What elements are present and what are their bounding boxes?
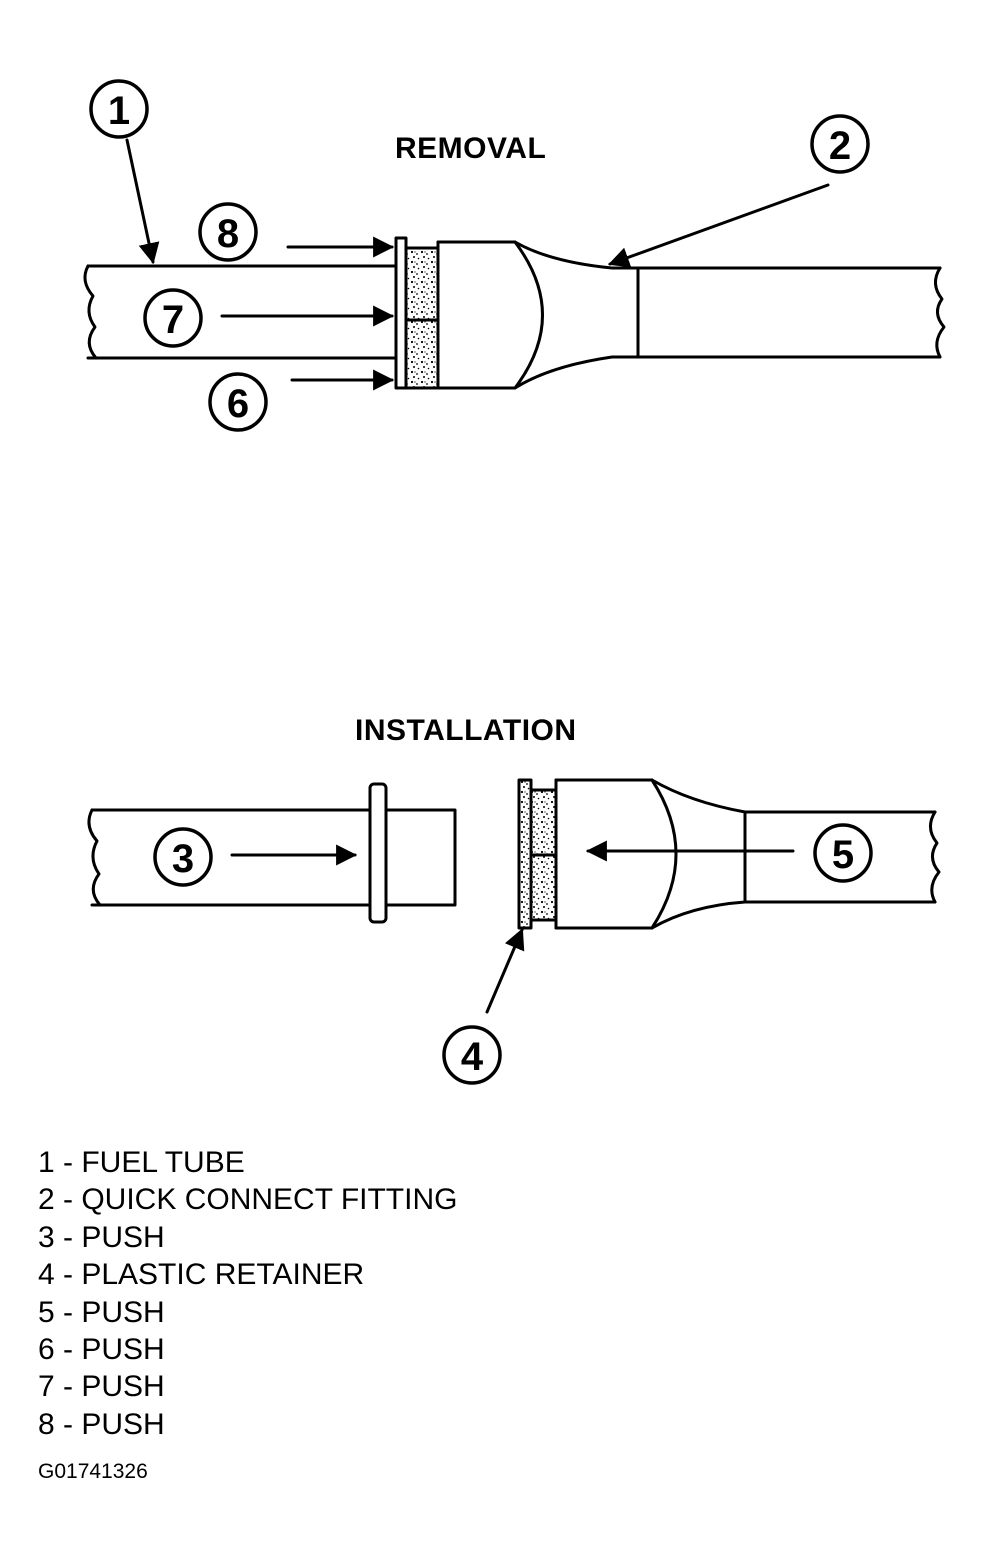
quick-connect-fitting-installation [554, 778, 941, 930]
callout-number-2: 2 [829, 124, 851, 168]
installation-title: INSTALLATION [355, 714, 577, 747]
callout-number-3: 3 [172, 837, 194, 881]
callout-circle-7 [143, 288, 203, 348]
callout-number-5: 5 [832, 833, 854, 877]
removal-view [83, 138, 946, 391]
callout-circle-3 [153, 827, 213, 887]
callout-circle-1 [89, 79, 149, 139]
plastic-retainer-removal [394, 236, 440, 390]
callout-circle-6 [208, 372, 268, 432]
fuel-tube-removal [83, 264, 398, 360]
callout-number-6: 6 [227, 382, 249, 426]
legend-item: 3 - PUSH [38, 1220, 165, 1254]
legend-item: 4 - PLASTIC RETAINER [38, 1258, 365, 1292]
legend-item: 1 - FUEL TUBE [38, 1146, 245, 1179]
callout-number-7: 7 [162, 298, 184, 342]
removal-title: REMOVAL [395, 132, 547, 165]
callout-number-4: 4 [461, 1035, 484, 1079]
quick-connect-fitting-removal [436, 240, 946, 390]
legend-item: 6 - PUSH [38, 1333, 165, 1367]
leader-arrow-4 [485, 928, 525, 1014]
figure-id: G01741326 [38, 1460, 148, 1483]
leader-arrow-1 [125, 138, 160, 265]
callout-number-1: 1 [108, 89, 130, 133]
callout-circle-4 [442, 1025, 502, 1085]
legend-item: 5 - PUSH [38, 1295, 165, 1329]
legend-item: 7 - PUSH [38, 1370, 165, 1404]
leader-arrow-2 [608, 183, 830, 268]
callout-circle-5 [813, 823, 873, 883]
callout-circle-2 [810, 114, 870, 174]
legend: 1 - FUEL TUBE 2 - QUICK CONNECT FITTING … [38, 1144, 457, 1443]
plastic-retainer-installation [517, 778, 558, 930]
quick-connect-diagram: 1 2 8 7 6 3 5 4 [83, 79, 946, 1085]
callout-number-8: 8 [217, 212, 239, 256]
callout-circle-8 [198, 202, 258, 262]
legend-item: 8 - PUSH [38, 1407, 165, 1441]
legend-item: 2 - QUICK CONNECT FITTING [38, 1183, 458, 1217]
installation-view [87, 778, 941, 1014]
fuel-tube-installation [87, 782, 457, 924]
